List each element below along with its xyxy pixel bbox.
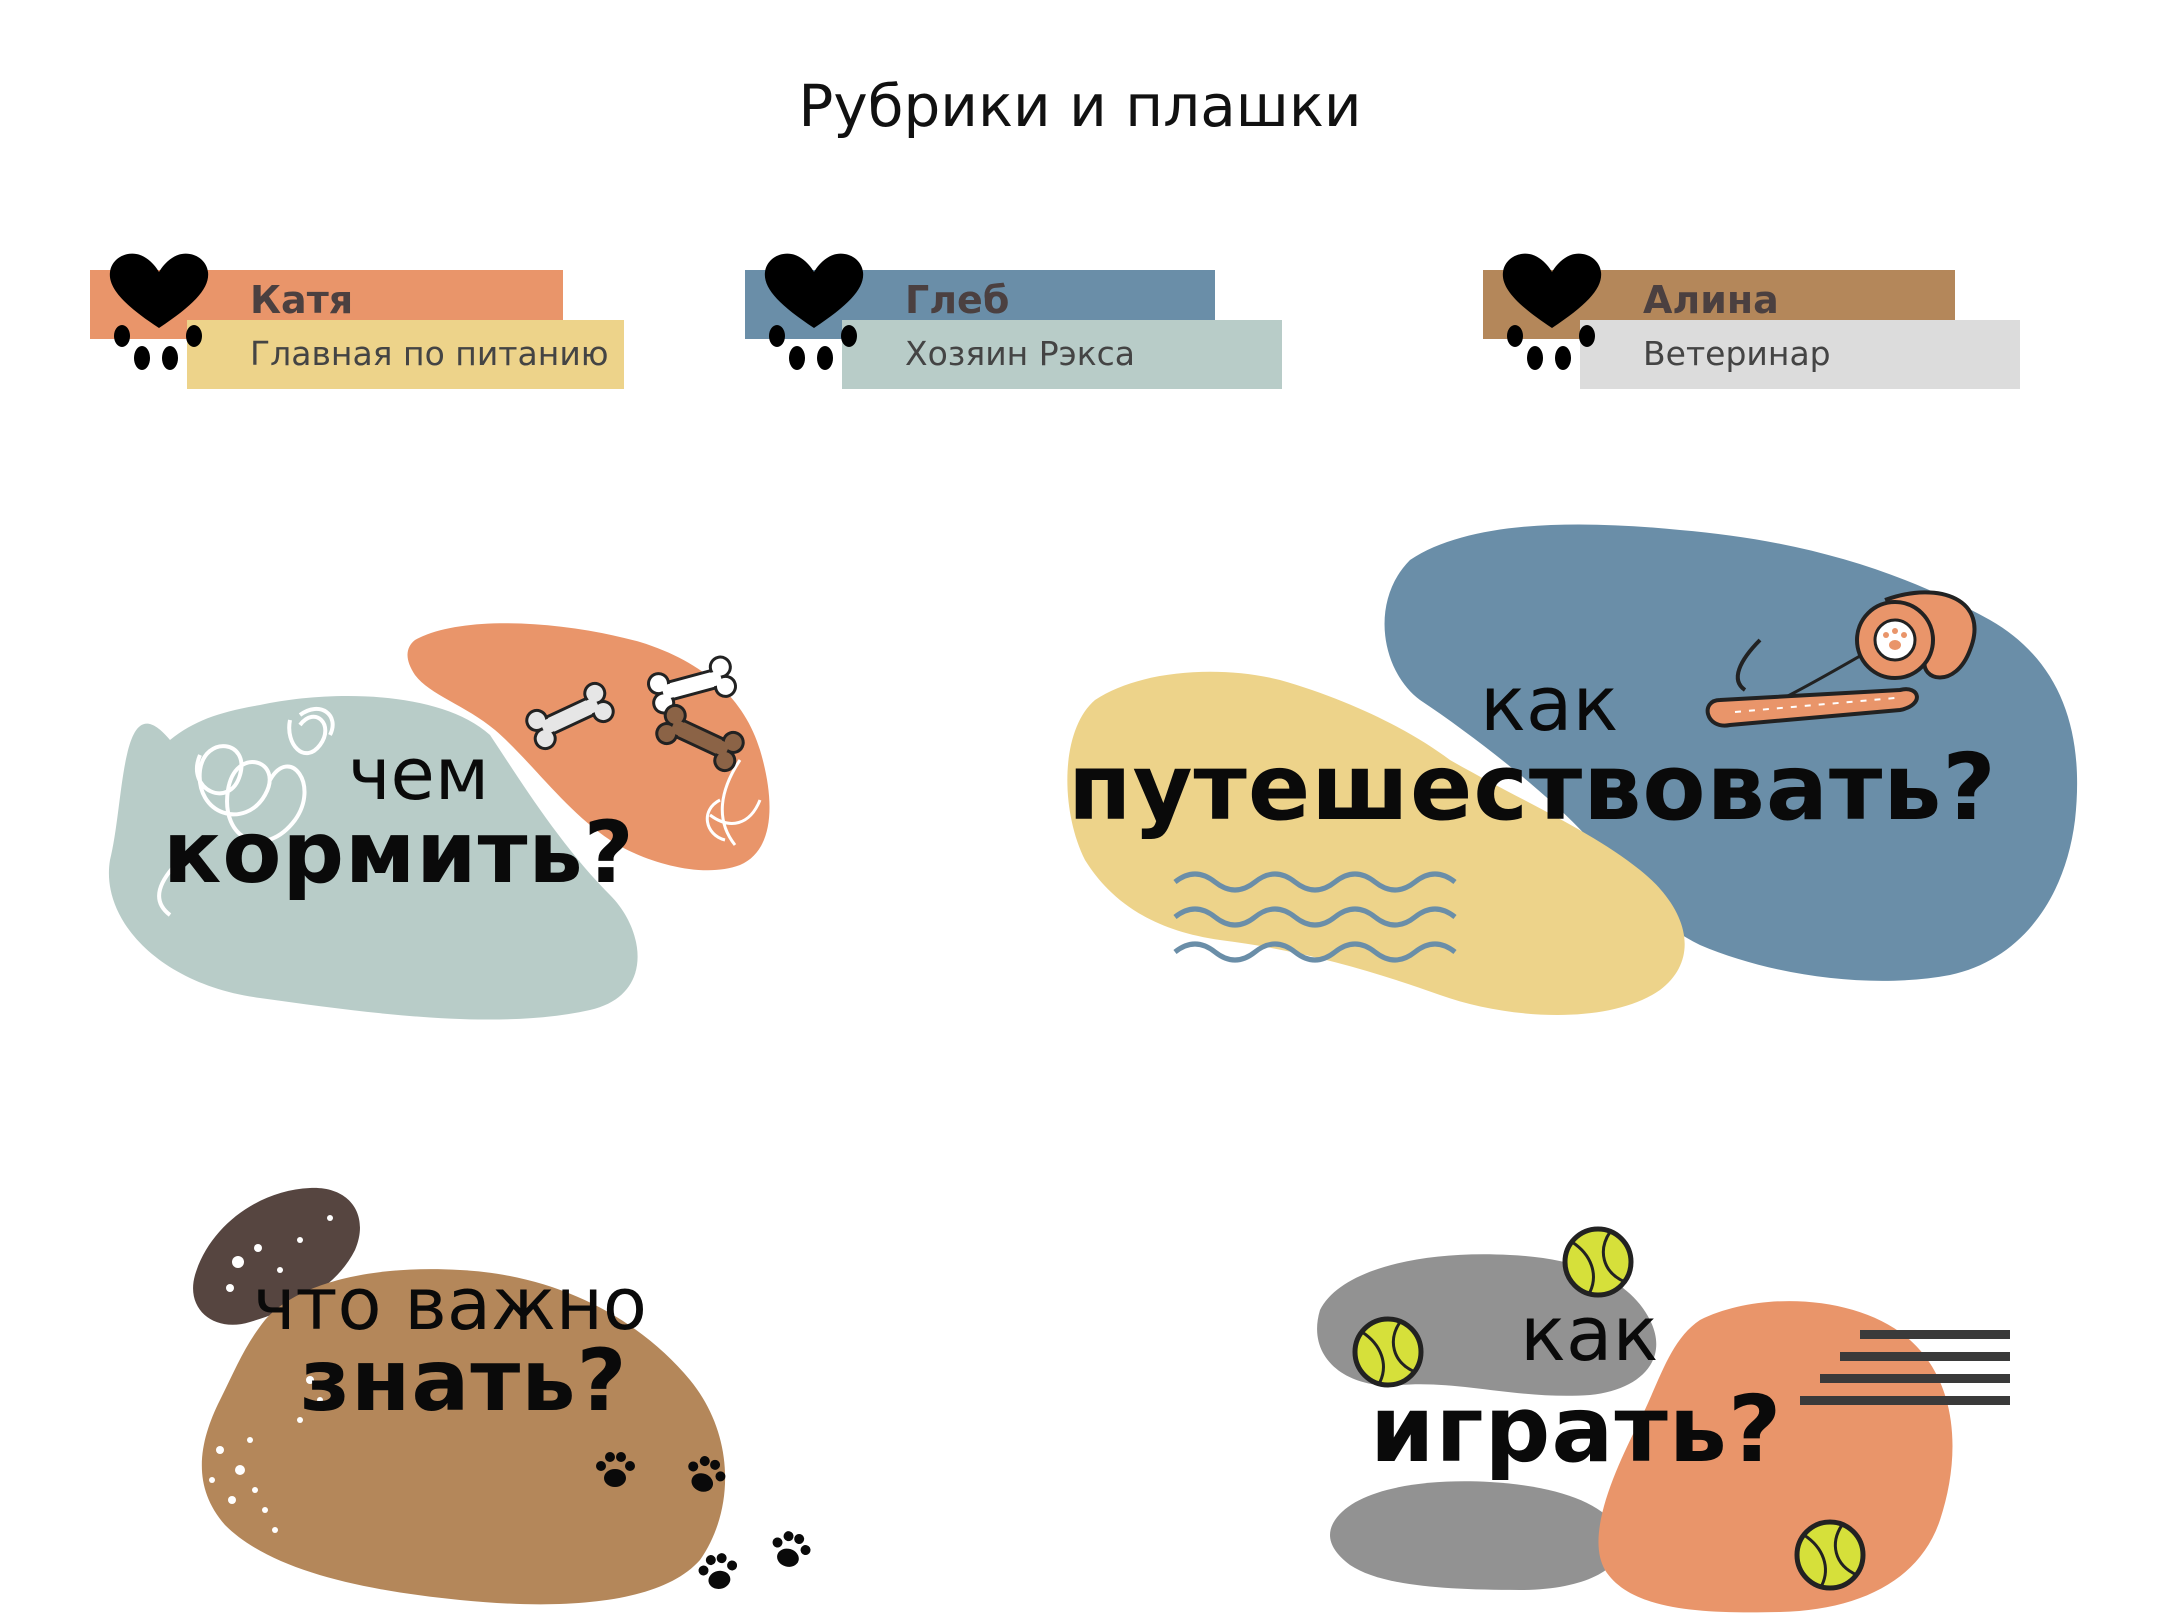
rubric-feed-line2: кормить? [163, 803, 635, 903]
bone-icon [655, 703, 745, 773]
author-name: Глеб [905, 278, 1010, 322]
paw-heart-icon [109, 253, 209, 370]
grey-blob-bottom [1330, 1481, 1622, 1590]
know-rubric-art [193, 1187, 811, 1605]
travel-rubric-art [1067, 524, 2078, 1015]
rubric-travel-line2: путешествовать? [1068, 734, 1997, 841]
plate-bar-bottom [842, 320, 1282, 389]
rubric-play-line2: играть? [1370, 1376, 1783, 1483]
rubric-travel-line1: как [1480, 659, 1619, 748]
brown-blob [201, 1269, 726, 1605]
rubric-feed-line1: чем [348, 732, 490, 816]
paw-heart-icon [1502, 253, 1602, 370]
page-title: Рубрики и плашки [798, 72, 1362, 140]
author-name: Алина [1643, 278, 1779, 322]
author-plate-gleb: Глеб Хозяин Рэкса [745, 250, 1305, 390]
dot-spray [209, 1215, 333, 1533]
author-role: Хозяин Рэкса [905, 334, 1136, 373]
speed-lines-icon [1800, 1330, 2010, 1405]
author-plate-katya: Катя Главная по питанию [90, 250, 650, 390]
yellow-blob [1067, 671, 1685, 1015]
plate-bar-bottom [187, 320, 624, 389]
paw-print-icon [596, 1452, 811, 1589]
play-rubric-art [1317, 1226, 2010, 1613]
rubric-know-line1: что важно [253, 1262, 647, 1346]
tennis-ball-icon [1562, 1226, 1634, 1298]
tennis-ball-icon [1352, 1316, 1424, 1388]
author-role: Ветеринар [1643, 334, 1831, 373]
curly-line [157, 707, 335, 917]
leash-icon [1705, 590, 1977, 728]
plate-bar-bottom [1580, 320, 2020, 389]
wave-icon [1173, 871, 1457, 963]
ball-line [705, 759, 762, 846]
paw-heart-icon [764, 253, 864, 370]
tennis-ball-icon [1794, 1519, 1866, 1591]
rubric-play-line1: как [1520, 1289, 1659, 1378]
author-plate-alina: Алина Ветеринар [1483, 250, 2043, 390]
rubric-know-line2: знать? [300, 1331, 628, 1431]
feed-rubric-art [108, 623, 770, 1020]
author-role: Главная по питанию [250, 334, 609, 373]
author-name: Катя [250, 278, 354, 322]
bone-icon [525, 681, 615, 751]
